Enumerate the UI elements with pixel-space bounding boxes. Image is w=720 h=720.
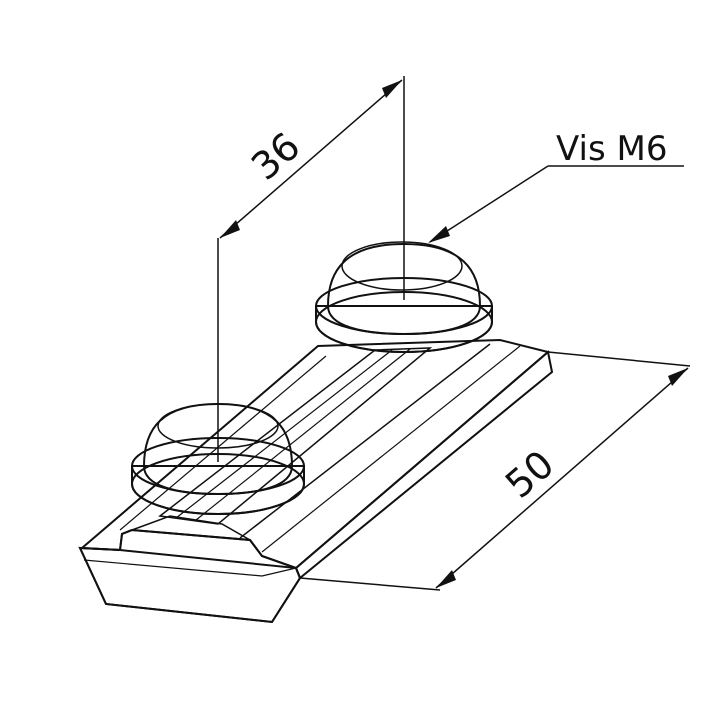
arrowhead-36-front	[220, 220, 240, 238]
rear-washer-rim	[315, 305, 493, 353]
callout-label: Vis M6	[556, 129, 667, 169]
t-slot-nut	[78, 338, 554, 624]
dimension-line-36	[219, 79, 403, 239]
dimension-label-36: 36	[243, 124, 308, 189]
nut-top-surface	[79, 338, 551, 570]
callout-arrowhead	[428, 226, 450, 243]
rear-screw-head	[326, 242, 482, 336]
front-washer-rim	[131, 465, 305, 515]
dimension-line-50	[435, 367, 689, 589]
front-screw-head	[142, 402, 294, 496]
nut-top-groove	[158, 347, 433, 525]
extension-line-50-front	[299, 577, 441, 591]
dimension-36: 36	[217, 76, 405, 462]
rear-screw-top	[341, 241, 463, 291]
dimension-50: 50	[299, 351, 691, 591]
arrowhead-36-rear	[382, 80, 402, 98]
callout-vis-m6: Vis M6	[428, 129, 684, 243]
nut-front-slot	[131, 515, 251, 541]
callout-leader	[429, 165, 549, 243]
arrowhead-50-front	[436, 570, 456, 588]
nut-front-face	[78, 528, 302, 624]
arrowhead-50-rear	[668, 368, 688, 386]
extension-line-50-rear	[547, 351, 691, 367]
dimension-label-50: 50	[497, 442, 562, 507]
nut-bottom-face	[78, 546, 302, 624]
